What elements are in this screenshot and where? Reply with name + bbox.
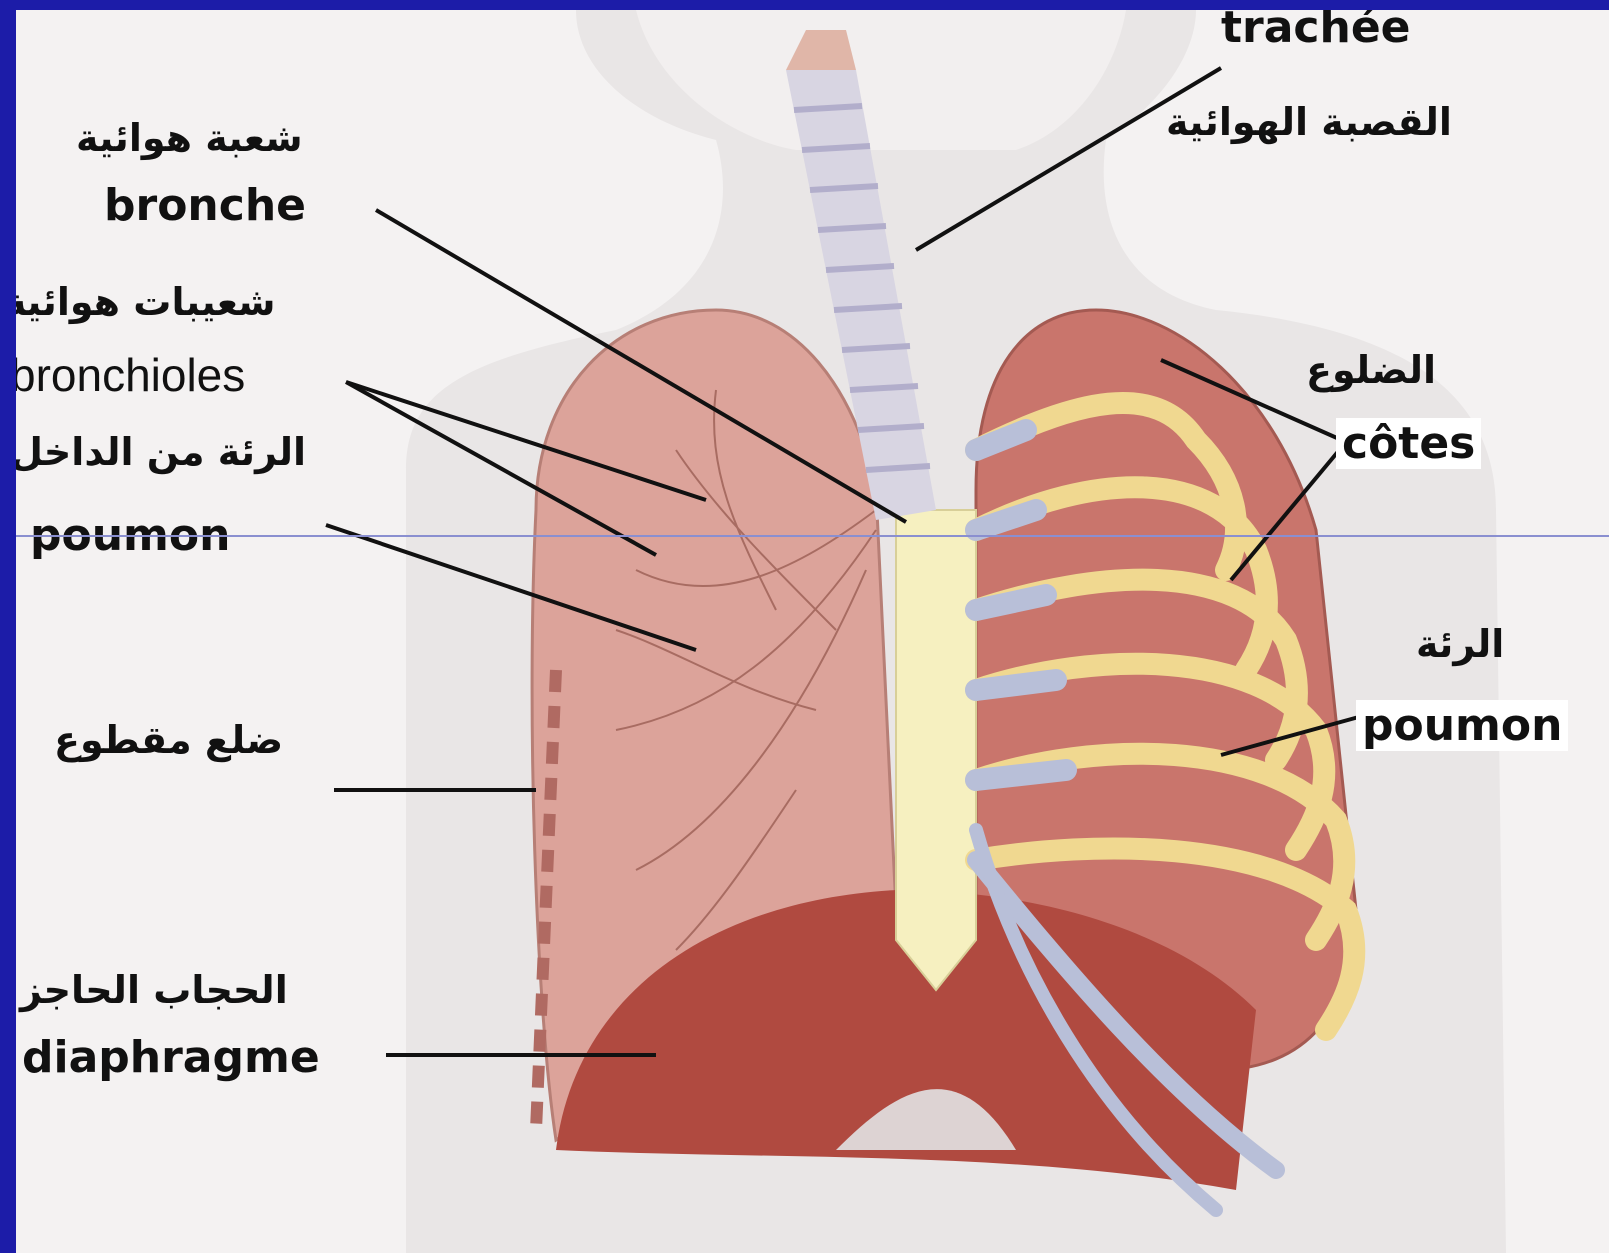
label-bronche-ar: شعبة هوائية xyxy=(76,116,303,160)
label-cotes-ar: الضلوع xyxy=(1306,348,1436,392)
sternum xyxy=(896,510,976,990)
diagram-frame: trachée القصبة الهوائية شعبة هوائية bron… xyxy=(16,10,1609,1253)
label-trachee-ar: القصبة الهوائية xyxy=(1166,100,1452,144)
label-poumon-fr: poumon xyxy=(1356,700,1568,751)
label-bronchioles-fr: bronchioles xyxy=(16,348,245,402)
label-diaphragme-fr: diaphragme xyxy=(22,1032,320,1083)
label-trachee-fr: trachée xyxy=(1221,10,1411,53)
label-bronchioles-ar: شعيبات هوائية xyxy=(16,280,276,324)
label-cotes-fr: côtes xyxy=(1336,418,1481,469)
horizontal-rule xyxy=(16,535,1609,537)
label-bronche-fr: bronche xyxy=(104,180,306,231)
label-cut-rib-ar: ضلع مقطوع xyxy=(54,718,283,762)
label-poumon-inside-ar: الرئة من الداخل xyxy=(16,430,306,474)
label-poumon-ar: الرئة xyxy=(1416,622,1504,666)
label-diaphragme-ar: الحجاب الحاجز xyxy=(20,968,288,1012)
